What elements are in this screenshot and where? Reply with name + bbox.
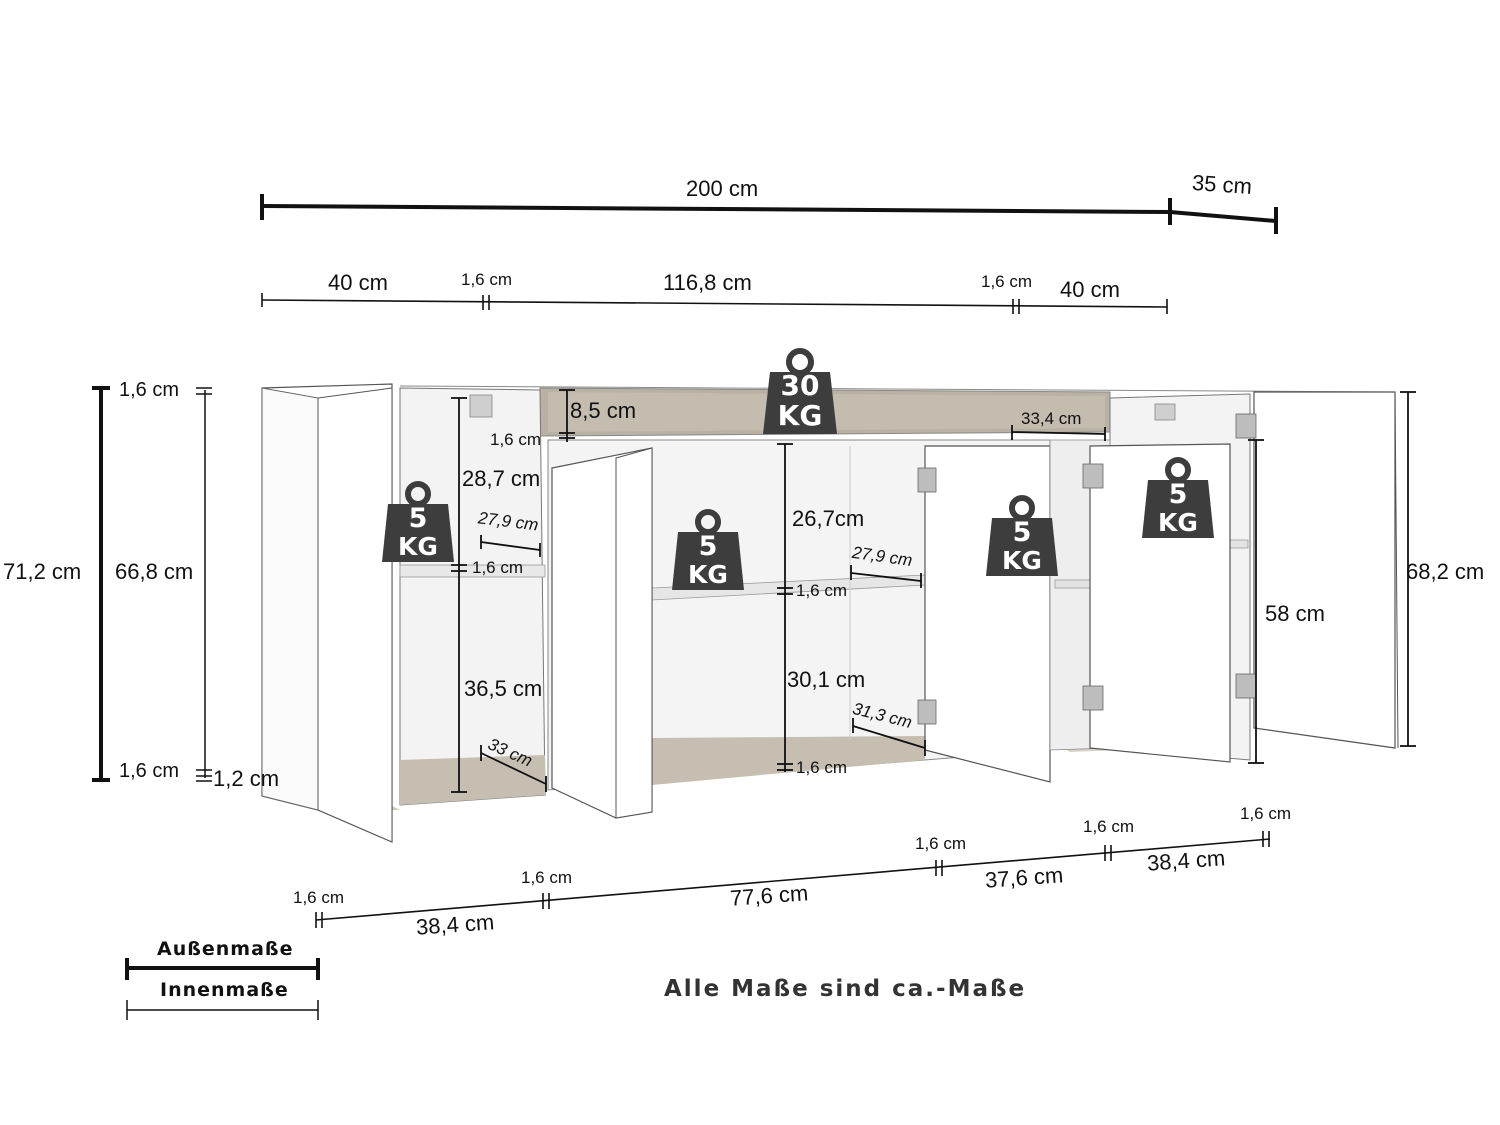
overall-width-line <box>260 194 1172 225</box>
weight-middle-unit: KG <box>688 560 728 589</box>
foot-height-label: 1,2 cm <box>213 766 280 791</box>
inner-height-line <box>196 387 212 782</box>
middle-compartment-lines <box>777 443 926 772</box>
weight-left-unit: KG <box>398 532 438 561</box>
weight-icon-right-b <box>1142 457 1214 538</box>
bottom-thickness-5-label: 1,6 cm <box>1240 804 1292 823</box>
inner-height-label: 66,8 cm <box>115 559 194 584</box>
top-right-width-label: 40 cm <box>1060 277 1120 302</box>
weight-left-value: 5 <box>408 503 428 534</box>
bottom-thickness-3-label: 1,6 cm <box>915 834 967 853</box>
top-middle-width-label: 116,8 cm <box>663 270 752 295</box>
right-outer-height-label: 68,2 cm <box>1406 559 1485 584</box>
middle-lower-height-label: 30,1 cm <box>787 667 866 692</box>
weight-icon-middle <box>672 509 744 590</box>
bottom-thickness-1-label: 1,6 cm <box>293 888 345 907</box>
top-segment-line <box>261 293 1168 314</box>
right-compartment-lines <box>1248 391 1416 764</box>
weight-right-b-value: 5 <box>1168 479 1188 510</box>
weight-icon-right-a <box>986 495 1058 576</box>
bottom-width-2-label: 77,6 cm <box>729 880 810 911</box>
left-bottom-thickness-label: 1,6 cm <box>119 760 180 782</box>
bottom-width-1-label: 38,4 cm <box>415 909 496 940</box>
bottom-width-3-label: 37,6 cm <box>984 862 1065 893</box>
weight-right-a-unit: KG <box>1002 546 1042 575</box>
top-compartment-thickness-label: 1,6 cm <box>490 430 542 449</box>
right-inner-height-label: 58 cm <box>1265 601 1325 626</box>
weight-right-a-value: 5 <box>1012 517 1032 548</box>
top-compartment-depth-label: 33,4 cm <box>1021 409 1082 428</box>
top-left-width-label: 40 cm <box>328 270 388 295</box>
middle-bottom-thickness-label: 1,6 cm <box>796 758 848 777</box>
top-compartment-lines <box>559 389 1106 442</box>
weight-top-value: 30 <box>780 369 820 402</box>
left-compartment-lines <box>451 397 547 793</box>
left-lower-height-label: 36,5 cm <box>464 676 543 701</box>
middle-shelf-thickness-label: 1,6 cm <box>796 581 848 600</box>
bottom-segment-line <box>315 831 1271 928</box>
left-shelf-thickness-label: 1,6 cm <box>472 558 524 577</box>
top-left-gap-label: 1,6 cm <box>461 270 513 289</box>
top-right-gap-label: 1,6 cm <box>981 272 1033 291</box>
bottom-thickness-4-label: 1,6 cm <box>1083 817 1135 836</box>
overall-depth-line <box>1169 207 1278 234</box>
top-compartment-height-label: 8,5 cm <box>570 398 637 423</box>
weight-right-b-unit: KG <box>1158 508 1198 537</box>
legend-lines <box>125 958 320 1020</box>
weight-icon-top <box>763 348 837 434</box>
cabinet-body <box>261 383 1399 843</box>
bottom-thickness-2-label: 1,6 cm <box>521 868 573 887</box>
left-upper-height-label: 28,7 cm <box>462 466 541 491</box>
weight-middle-value: 5 <box>698 531 718 562</box>
weight-icon-left <box>382 481 454 562</box>
overall-depth-label: 35 cm <box>1191 169 1253 200</box>
legend-inner-dimensions: Innenmaße <box>160 979 289 1001</box>
overall-width-label: 200 cm <box>686 176 759 201</box>
left-top-thickness-label: 1,6 cm <box>119 379 180 401</box>
bottom-width-4-label: 38,4 cm <box>1146 845 1227 876</box>
legend-outer-dimensions: Außenmaße <box>157 938 294 960</box>
approximate-dimensions-note: Alle Maße sind ca.-Maße <box>664 976 1027 1002</box>
outer-height-label: 71,2 cm <box>3 559 82 584</box>
weight-top-unit: KG <box>777 399 823 432</box>
middle-upper-height-label: 26,7cm <box>792 506 865 531</box>
outer-height-line <box>92 386 110 782</box>
